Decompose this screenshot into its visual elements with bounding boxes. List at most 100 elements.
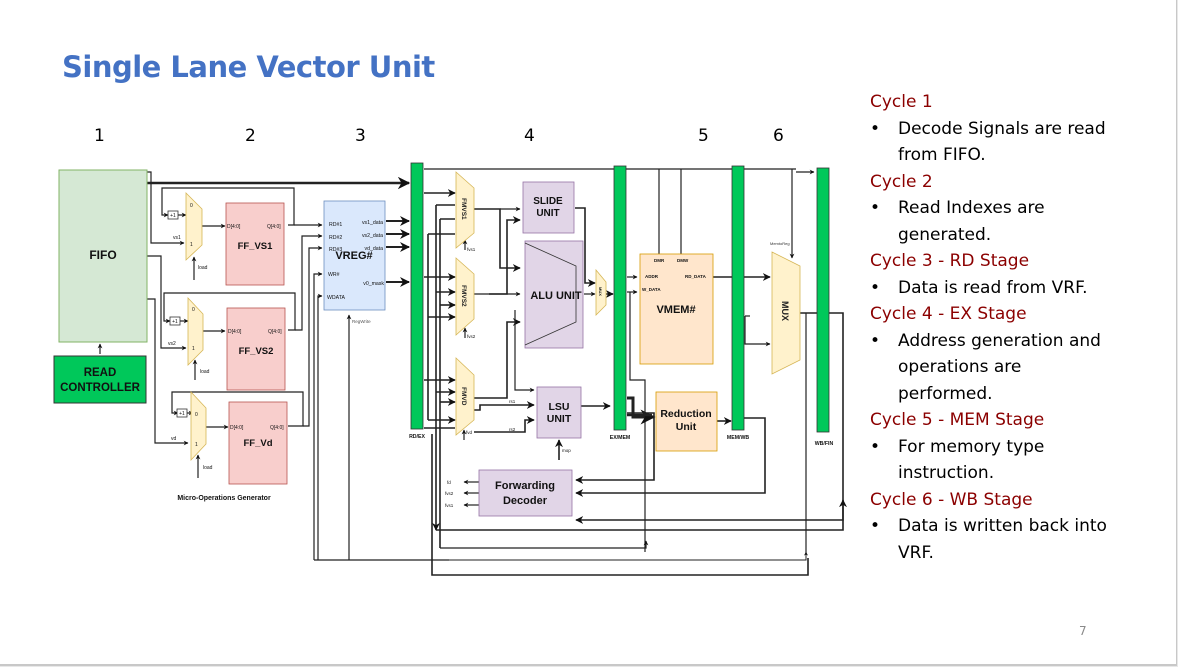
wire-fifo-vs2 (147, 255, 187, 351)
vmem-dmr: DMR (654, 258, 665, 263)
lsu-unit-label-2: UNIT (547, 413, 572, 425)
index-mux-vd (190, 390, 207, 462)
fd-out-fd: fd (447, 480, 451, 485)
bullet-icon: • (870, 277, 881, 298)
fd-out-fvs1: fvs1 (445, 503, 454, 508)
vreg-in-rd3: RD#3 (329, 247, 342, 253)
bullet-icon: • (870, 330, 881, 351)
increment-box-vd (176, 408, 188, 418)
index-mux-vs2 (187, 296, 204, 366)
slide-unit-label-1: SLIDE (533, 196, 563, 207)
wire-ff-vs2-feedback (163, 292, 296, 331)
vreg-in-wdata: WDATA (327, 295, 345, 301)
mux-vs2-in0: 0 (192, 307, 195, 313)
ex-mux-label: MUX (598, 287, 603, 296)
ff-vs2-label: FF_VS2 (239, 346, 274, 357)
mop-label: mop (562, 448, 571, 453)
load-label-vs1: load (198, 265, 208, 271)
alu-unit-block (524, 240, 584, 349)
stage-number-3: 3 (355, 126, 366, 146)
increment-label-vs1: +1 (170, 213, 176, 219)
alu-unit-label: ALU UNIT (530, 290, 582, 302)
wires (97, 168, 847, 576)
fifo-label: FIFO (89, 248, 116, 262)
vreg-in-rd2: RD#2 (329, 235, 342, 241)
vs2-label: vs2 (168, 341, 176, 347)
flipflops (225, 202, 288, 485)
ff-vs2-block (226, 307, 286, 391)
read-controller-label-2: CONTROLLER (60, 382, 141, 394)
slide-title: Single Lane Vector Unit (62, 50, 435, 84)
fmvs1-mux (455, 171, 475, 249)
fmvd-label: FMVD (460, 387, 467, 406)
cycle-3-bullet: •Data is read from VRF. (870, 275, 1170, 302)
increment-label-vd: +1 (179, 411, 185, 417)
increment-label-vs2: +1 (172, 319, 178, 325)
load-label-vd: load (203, 465, 213, 471)
index-mux-vs1 (185, 192, 203, 261)
wb-mux-label: MUX (780, 301, 790, 321)
fmvs2-label: FMVS2 (460, 285, 467, 307)
read-controller-block (53, 355, 147, 404)
ff-vd-label: FF_Vd (243, 438, 272, 449)
pipeline-registers (410, 162, 830, 433)
forwarding-decoder-block (478, 469, 573, 517)
ff-vd-d: D[4:0] (230, 425, 244, 431)
fvd-label: fvd (466, 430, 473, 435)
page-number: 7 (1079, 624, 1087, 638)
ff-vs1-d: D[4:0] (227, 224, 241, 230)
stage-number-5: 5 (698, 126, 709, 146)
bullet-icon: • (870, 198, 881, 218)
pipeline-label-memwb: MEM/WB (727, 435, 749, 441)
fmvs1-label: FMVS1 (460, 198, 467, 220)
stage-number-1: 1 (94, 126, 105, 146)
mux-vd-in1: 1 (195, 442, 198, 448)
pipeline-label-wbfin: WB/FIN (815, 441, 834, 447)
vreg-out-vd: vd_data (365, 246, 384, 252)
bullet-icon: • (870, 436, 881, 457)
rs1-label: rs1 (509, 399, 516, 404)
fvs2-label: fvs2 (467, 334, 476, 339)
reduction-unit-block (655, 391, 718, 452)
increment-boxes: +1 +1 +1 (167, 210, 188, 418)
read-controller-label-1: READ (84, 367, 117, 379)
bullet-icon: • (870, 516, 881, 536)
fmvs2-mux (455, 257, 475, 336)
stage-number-6: 6 (773, 126, 784, 146)
mux-vs1-in0: 0 (190, 203, 193, 209)
stage-number-2: 2 (245, 126, 256, 146)
ff-vs1-block (225, 202, 285, 286)
wire-fifo-vd (147, 298, 189, 446)
fvs1-label: fvs1 (467, 247, 476, 252)
vmem-rddata: RD_DATA (685, 274, 707, 279)
lsu-unit-block (536, 386, 582, 439)
slide-unit-label-2: UNIT (536, 208, 559, 219)
vs1-label: vs1 (173, 235, 181, 241)
mux-vs1-in1: 1 (190, 242, 193, 248)
rs2-label: rs2 (509, 427, 516, 432)
vreg-in-rd1: RD#1 (329, 222, 342, 228)
increment-box-vs1 (167, 210, 179, 220)
micro-ops-caption: Micro-Operations Generator (177, 495, 271, 502)
reduction-unit-label-2: Unit (676, 421, 697, 433)
vmem-label: VMEM# (656, 304, 695, 316)
vd-label: vd (171, 436, 177, 442)
vreg-block (323, 200, 386, 311)
wb-mux (771, 251, 801, 375)
pipeline-reg-exmem (613, 165, 627, 431)
vreg-out-vs1: vs1_data (362, 220, 383, 226)
ff-vd-q: Q[4:0] (270, 425, 284, 431)
ff-vs2-q: Q[4:0] (268, 329, 282, 335)
wire-fifo-vs1 (147, 171, 185, 246)
slide-unit-block (522, 181, 575, 234)
forwarding-decoder-label-2: Decoder (503, 495, 548, 507)
increment-box-vs2 (169, 316, 181, 326)
cycle-3-heading: Cycle 3 - RD Stage (870, 251, 1030, 271)
ex-mux (595, 268, 607, 316)
